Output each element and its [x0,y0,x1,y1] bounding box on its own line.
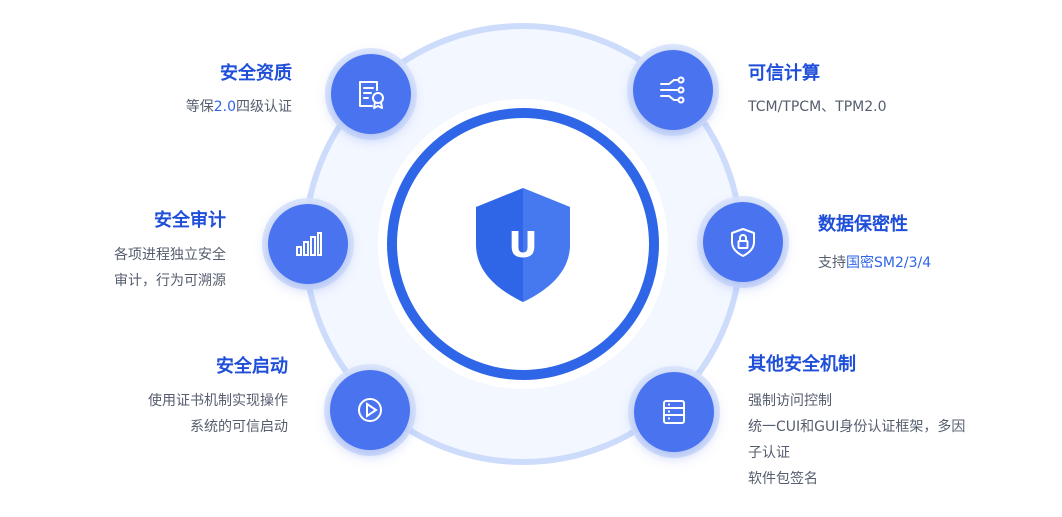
certificate-icon [359,81,384,109]
confidential-desc: 支持国密SM2/3/4 [818,255,932,271]
boot-desc: 使用证书机制实现操作 系统的可信启动 [148,393,288,435]
bar-chart-icon [296,232,322,256]
boot-node [330,370,410,450]
play-icon [358,398,382,422]
audit-title: 安全审计 [154,210,226,231]
qualification-desc: 等保2.0四级认证 [185,99,292,115]
other-title: 其他安全机制 [748,354,856,375]
confidential-node [703,202,783,282]
shield-lock-icon [731,228,755,257]
confidential-title: 数据保密性 [818,214,908,235]
qualification-title: 安全资质 [220,63,292,84]
trusted-title: 可信计算 [748,63,820,84]
trusted-node [633,50,713,130]
other-desc: 强制访问控制 统一CUI和GUI身份认证框架，多因 子认证 软件包签名 [748,393,966,487]
trusted-desc: TCM/TPCM、TPM2.0 [748,99,887,115]
shield-icon: U [476,188,570,302]
audit-node [268,204,348,284]
other-node [634,372,714,452]
boot-title: 安全启动 [216,356,288,377]
audit-desc: 各项进程独立安全 审计，行为可溯源 [114,247,226,289]
qualification-node [331,54,411,134]
shield-letter: U [508,225,537,266]
list-icon [663,400,685,424]
circuit-icon [660,76,685,104]
